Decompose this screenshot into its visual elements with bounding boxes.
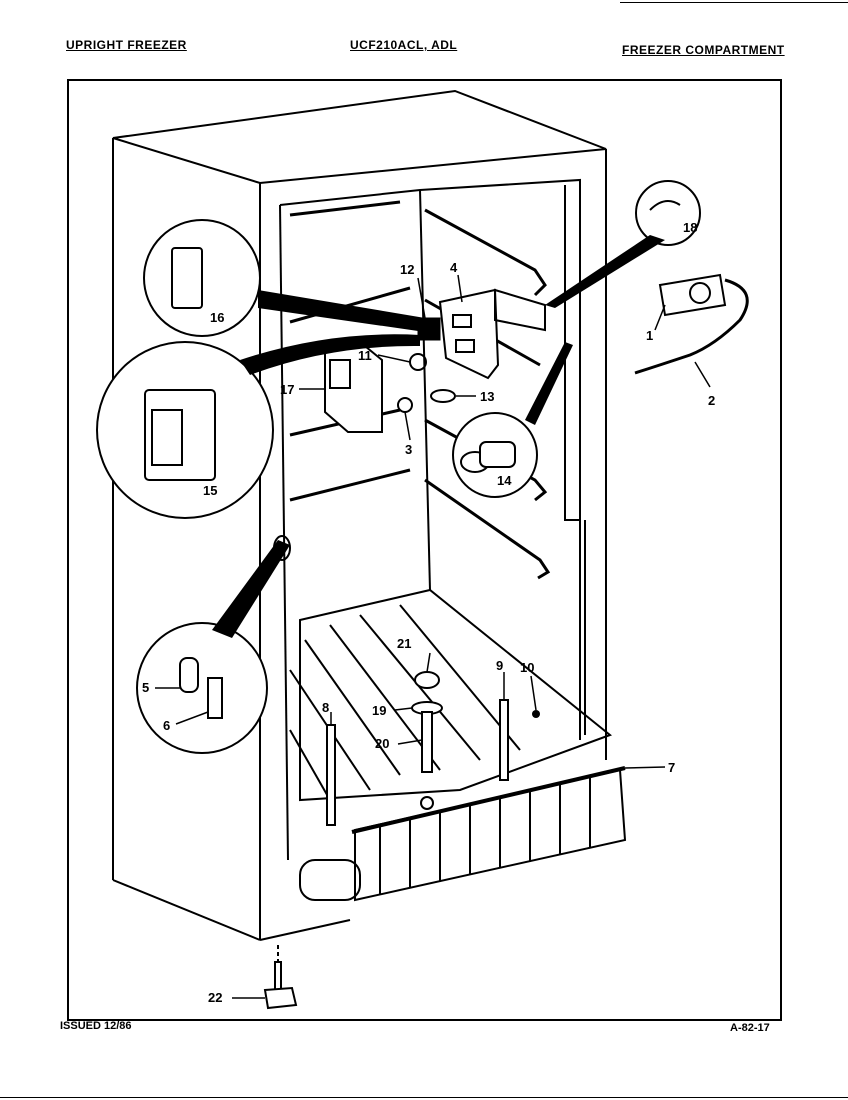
callout-17: 17 xyxy=(280,382,294,397)
defrost-timer-bracket xyxy=(494,288,546,332)
header-section: FREEZER COMPARTMENT xyxy=(622,43,785,57)
bottom-rule xyxy=(0,1097,848,1098)
callout-16: 16 xyxy=(210,310,224,325)
footer-page-code: A-82-17 xyxy=(730,1022,770,1034)
thermostat-plate xyxy=(438,288,500,380)
footer-issue-date: ISSUED 12/86 xyxy=(60,1020,132,1032)
callout-3: 3 xyxy=(405,442,412,457)
callout-14: 14 xyxy=(497,473,512,488)
detail-balloon-5-6 xyxy=(136,622,268,754)
callout-13: 13 xyxy=(480,389,494,404)
balloon-16-pointer xyxy=(258,290,425,332)
callout-1: 1 xyxy=(646,328,653,343)
callout-19: 19 xyxy=(372,703,386,718)
callout-2: 2 xyxy=(708,393,715,408)
balloon-18-pointer xyxy=(545,235,665,308)
detail-balloon-14 xyxy=(452,412,538,498)
diagram-frame xyxy=(67,79,782,1021)
top-rule xyxy=(620,2,848,3)
callout-21: 21 xyxy=(397,636,411,651)
detail-balloon-16 xyxy=(143,219,261,337)
leveling-leg xyxy=(263,961,298,1010)
callout-18: 18 xyxy=(683,220,697,235)
door-switch-opening xyxy=(273,535,291,561)
callout-4: 4 xyxy=(450,260,458,275)
light-socket xyxy=(397,397,413,413)
callout-11: 11 xyxy=(358,348,372,363)
callout-22: 22 xyxy=(208,990,222,1005)
bottom-vent xyxy=(299,859,361,901)
bottom-grille xyxy=(351,766,627,902)
callout-5: 5 xyxy=(142,680,149,695)
detail-balloon-15 xyxy=(96,341,274,519)
control-box xyxy=(324,340,383,433)
divider-8 xyxy=(326,724,336,826)
callout-20: 20 xyxy=(375,736,389,751)
control-knob xyxy=(430,389,456,403)
header-model-number: UCF210ACL, ADL xyxy=(350,38,458,52)
callout-7: 7 xyxy=(668,760,675,775)
defrost-timer xyxy=(658,273,727,317)
cabinet-body xyxy=(112,89,607,941)
balloon-15-pointer xyxy=(240,334,420,375)
callout-12: 12 xyxy=(400,262,414,277)
detail-balloon-18 xyxy=(635,180,701,246)
callout-8: 8 xyxy=(322,700,329,715)
screw-10 xyxy=(532,710,540,718)
callout-9: 9 xyxy=(496,658,503,673)
balloon-5-6-pointer xyxy=(212,540,290,638)
callout-10: 10 xyxy=(520,660,534,675)
header-model-type: UPRIGHT FREEZER xyxy=(66,38,187,52)
callout-6: 6 xyxy=(163,718,170,733)
balloon-14-pointer xyxy=(525,342,573,425)
freezer-floor xyxy=(289,588,613,802)
drain-assembly xyxy=(411,671,443,810)
timer-cord xyxy=(634,278,749,375)
leader-lines xyxy=(155,274,711,999)
callout-15: 15 xyxy=(203,483,217,498)
divider-9 xyxy=(499,699,509,781)
